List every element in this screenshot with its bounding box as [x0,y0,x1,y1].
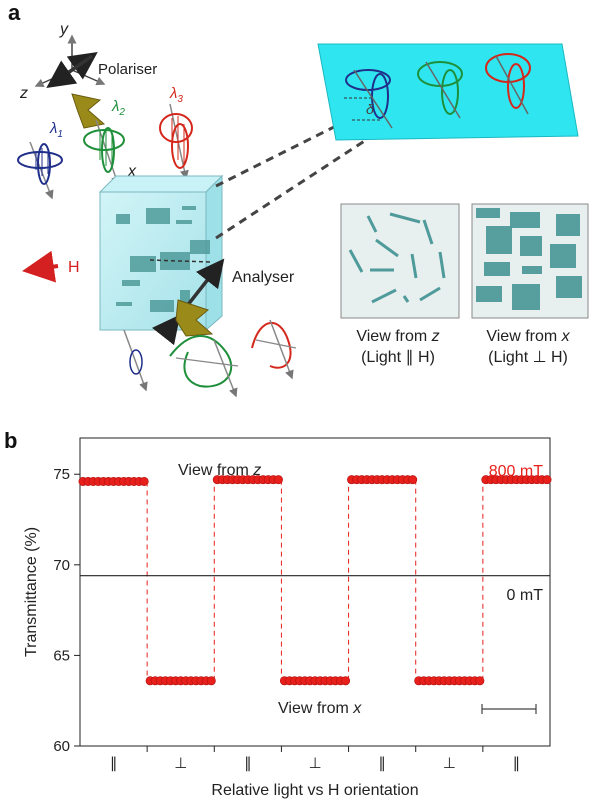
x-category-label: ∥ [110,755,118,772]
view-box-z [340,203,460,319]
polariser-sheet [71,93,106,129]
x-category-label: ⊥ [443,755,456,772]
output-wave-green [169,335,239,398]
projection-line-bottom [215,138,367,240]
coordinate-axes [34,34,106,88]
view-x-caption: View from x [486,328,570,345]
x-category-label: ∥ [378,755,386,772]
data-point [139,476,149,486]
birefringent-plate: δ [317,43,579,141]
data-point [341,676,351,686]
data-point [273,475,283,485]
x-category-label: ⊥ [174,755,187,772]
field-label: H [68,259,80,276]
y-axis-ticks: 60 65 70 75 [53,466,80,755]
panel-a: a y z Polariser λ1 λ2 λ3 [8,0,589,398]
polariser-label: Polariser [98,61,157,78]
scale-bar [481,704,537,714]
wave-lambda-3 [159,103,193,180]
annotation-view-x: View from x [278,700,362,717]
view-x-condition: (Light ⊥ H) [488,349,568,366]
delta-label: δ [366,101,374,117]
panel-b: b 60 65 70 75 ∥ ⊥ ∥ ⊥ ∥ ⊥ ∥ Transmittance (%) Rel… [4,428,552,799]
output-wave-red [251,319,297,380]
data-points-800mT [78,475,552,686]
lambda-3-label: λ3 [169,85,183,105]
analyser-label: Analyser [232,269,295,286]
panel-b-label: b [4,428,17,453]
data-point [206,676,216,686]
x-category-label: ⊥ [308,755,321,772]
data-point [542,475,552,485]
projection-line-top [215,124,337,188]
axis-y-label: y [59,21,69,38]
legend-0mT: 0 mT [507,587,544,604]
view-z-caption: View from z [356,328,439,345]
x-category-label: ∥ [513,755,521,772]
annotation-view-z: View from z [178,462,261,479]
y-tick-label: 60 [53,738,70,755]
field-arrow [22,250,59,283]
transition-lines [146,479,484,681]
y-tick-label: 75 [53,466,70,483]
legend-800mT: 800 mT [489,463,543,480]
data-point [475,676,485,686]
x-axis-label: Relative light vs H orientation [211,782,418,799]
x-category-label: ∥ [244,755,252,772]
view-box-x [471,203,589,319]
plot-frame [79,437,551,747]
x-axis-categories: ∥ ⊥ ∥ ⊥ ∥ ⊥ ∥ [110,746,520,772]
view-z-condition: (Light ∥ H) [361,349,435,366]
data-point [408,475,418,485]
wave-lambda-1 [17,141,63,200]
y-axis-label: Transmittance (%) [23,527,40,657]
lambda-2-label: λ2 [111,98,125,118]
lambda-1-label: λ1 [49,120,63,140]
output-wave-blue [123,329,148,392]
axis-z-label: z [19,85,28,102]
y-tick-label: 70 [53,557,70,574]
axis-x-label: x [127,163,137,180]
analyser-sheet [175,299,214,337]
sample-cube [98,174,224,332]
y-tick-label: 65 [53,647,70,664]
wave-lambda-2 [83,119,125,186]
panel-a-label: a [8,0,21,25]
polariser-arrow [46,51,98,89]
